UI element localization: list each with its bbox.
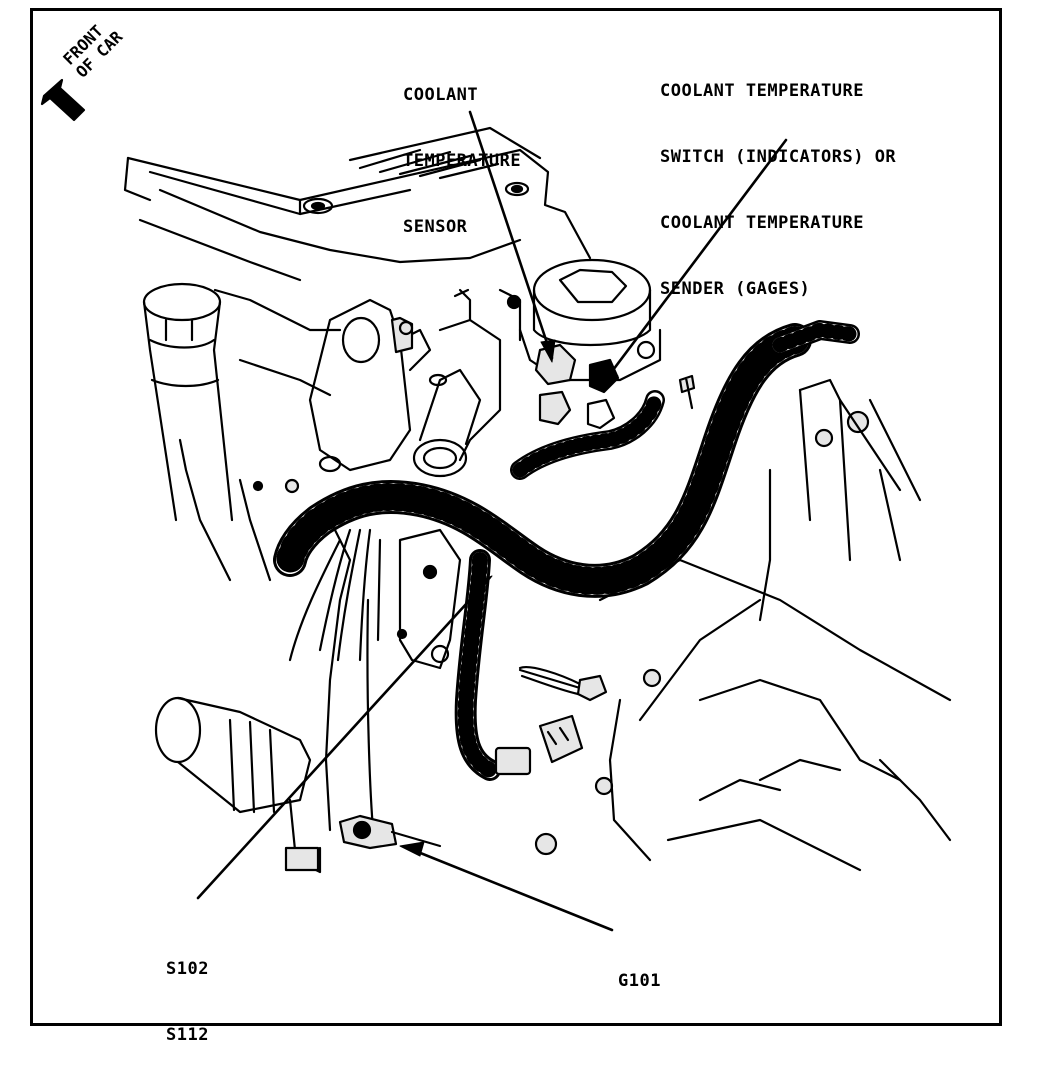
fasteners [252, 320, 870, 856]
coolant-temperature-sensor-label: COOLANT TEMPERATURE SENSOR [403, 40, 521, 260]
diagram-border [30, 8, 1002, 1026]
switch-label-line4: SENDER (GAGES) [660, 279, 811, 299]
splice-s102-label: S102 [166, 959, 209, 979]
callout-leaders [196, 110, 788, 932]
intake-manifold [123, 126, 592, 282]
thermostat-housing [213, 288, 432, 473]
switch-label-line3: COOLANT TEMPERATURE [660, 213, 864, 233]
harness-bracket [396, 528, 462, 670]
engine-block-right [598, 378, 952, 872]
wiring-harness [273, 320, 860, 842]
front-of-car-arrow-icon [40, 78, 86, 122]
sensor-label-line2: TEMPERATURE [403, 151, 522, 171]
coolant-sensor-body [534, 343, 620, 430]
harness-connectors [494, 714, 584, 776]
lower-hose [154, 438, 352, 874]
ground-label-text: G101 [618, 971, 661, 991]
ground-terminal [338, 814, 442, 850]
switch-label-line2: SWITCH (INDICATORS) OR [660, 147, 897, 167]
splice-s112-label: S112 [166, 1025, 209, 1045]
upper-hose [142, 282, 234, 522]
sensor-label-line3: SENSOR [403, 217, 468, 237]
water-neck [412, 288, 502, 478]
sensor-label-line1: COOLANT [403, 85, 479, 105]
switch-label-line1: COOLANT TEMPERATURE [660, 81, 864, 101]
ground-g101-label: G101 [618, 926, 661, 1014]
coolant-temperature-switch-label: COOLANT TEMPERATURE SWITCH (INDICATORS) … [660, 36, 896, 322]
splice-label: S102 S112 [166, 914, 209, 1068]
bolt-icon [518, 666, 608, 702]
